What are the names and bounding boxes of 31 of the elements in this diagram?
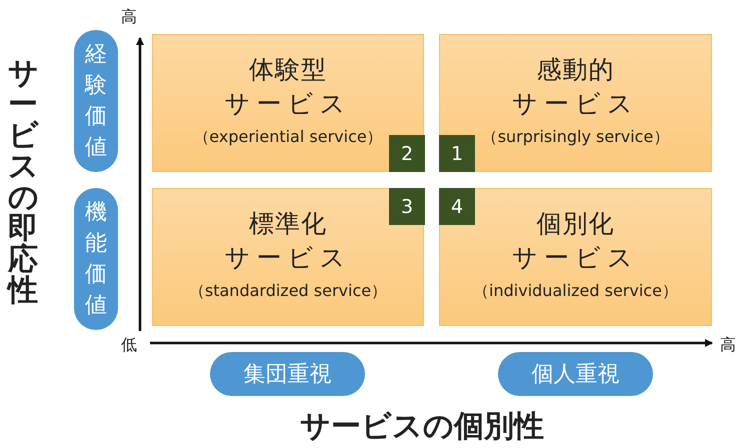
english-subtitle: （individualized service） [472,281,679,302]
service-title: 個別化 [536,208,616,240]
quadrant-box [152,188,424,326]
english-subtitle: （surprisingly service） [480,127,670,148]
number-badge: 3 [389,188,425,225]
number-badge: 2 [389,135,425,172]
quadrant-box [439,34,712,172]
focus-pill: 集団重視 [210,352,365,396]
english-subtitle: （experiential service） [192,127,384,148]
quadrant-box [152,34,424,172]
focus-pill: 個人重視 [498,352,653,396]
axis-title: サービスの即応性 [8,58,38,306]
service-title: サービス [224,88,352,120]
value-pill [74,188,118,330]
service-title: サービス [511,242,640,274]
axis-end-label: 高 [720,335,736,356]
value-label: 経験価値 [85,41,107,162]
service-title: 体験型 [248,54,328,86]
service-title: サービス [511,88,640,120]
number-badge: 1 [439,135,475,172]
service-title: 標準化 [248,208,328,240]
axis-title: サービスの個別性 [300,408,544,446]
service-title: サービス [224,242,352,274]
quadrant-box [439,188,712,326]
service-title: 感動的 [536,54,616,86]
value-label: 機能価値 [85,199,107,320]
number-badge: 4 [439,188,475,225]
value-pill [74,30,118,172]
english-subtitle: （standardized service） [188,281,388,302]
axis-end-label: 高 [121,7,137,28]
axis-end-label: 低 [121,335,137,356]
